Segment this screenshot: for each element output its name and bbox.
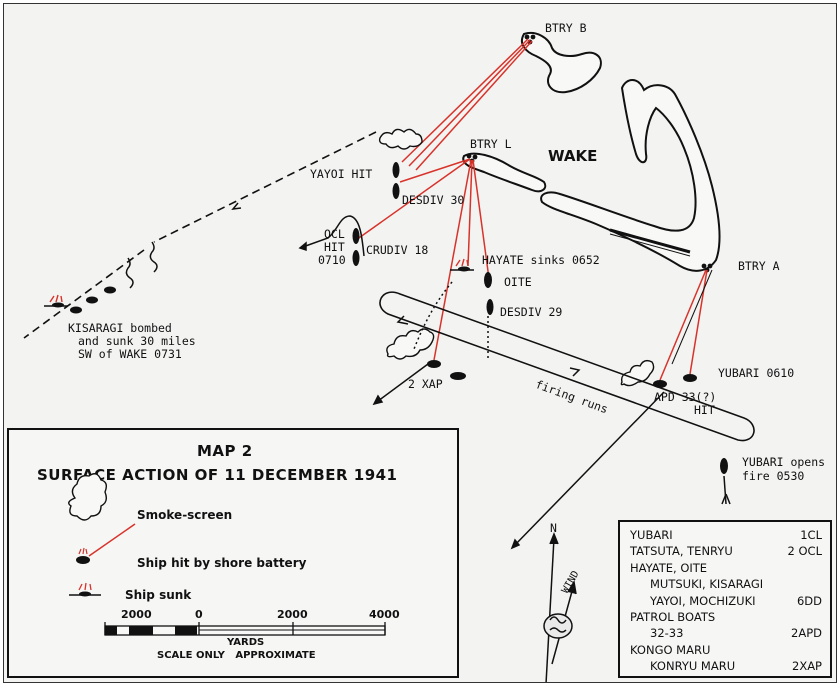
scale-unit: YARDS xyxy=(227,637,265,648)
forces-ship-count: 2 OCL xyxy=(787,544,822,559)
forces-ship-name: MUTSUKI, KISARAGI xyxy=(650,577,764,592)
forces-row: MUTSUKI, KISARAGI xyxy=(630,577,822,591)
map-canvas: BTRY B BTRY L BTRY A WAKE YAYOI HIT DESD… xyxy=(3,3,837,683)
north-wind-symbol xyxy=(543,531,577,682)
battery-b-label: BTRY B xyxy=(545,21,587,35)
scale-bar xyxy=(104,622,386,636)
forces-row: PATROL BOATS xyxy=(630,610,822,624)
wake-islet xyxy=(540,79,721,272)
north-label: N xyxy=(550,521,557,535)
battery-l-marker xyxy=(466,153,478,164)
smoke-screen-swatch xyxy=(68,473,108,521)
wilkes-islet xyxy=(520,32,602,94)
legend-panel: MAP 2 SURFACE ACTION OF 11 DECEMBER 1941 xyxy=(7,428,459,678)
yubari-opens-label-1: YUBARI opens xyxy=(742,455,826,469)
battery-l-label: BTRY L xyxy=(470,137,512,151)
firing-runs-loop xyxy=(379,291,755,442)
kisaragi-label-1: KISARAGI bombed xyxy=(68,321,172,335)
map-graphics xyxy=(23,32,755,682)
scale-tick-0: 2000 xyxy=(121,608,152,621)
legend-hit-label: Ship hit by shore battery xyxy=(137,556,307,570)
forces-ship-count: 2APD xyxy=(791,626,822,641)
battery-a-label: BTRY A xyxy=(738,259,780,273)
peale-islet xyxy=(462,152,547,193)
forces-table: YUBARI 1CL TATSUTA, TENRYU 2 OCL HAYATE, OIT… xyxy=(618,520,832,678)
forces-ship-count: 2XAP xyxy=(792,659,822,674)
yubari-0610-label: YUBARI 0610 xyxy=(718,366,795,380)
legend-subtitle: SURFACE ACTION OF 11 DECEMBER 1941 xyxy=(37,466,398,484)
forces-ship-name: 32-33 xyxy=(650,626,684,641)
yubari-opens-label-2: fire 0530 xyxy=(742,469,805,483)
hit-swatch-line xyxy=(88,523,136,557)
forces-row: TATSUTA, TENRYU 2 OCL xyxy=(630,544,822,558)
ship-markers xyxy=(70,162,728,474)
forces-row: YUBARI 1CL xyxy=(630,528,822,542)
ocl-label: OCL xyxy=(324,227,345,241)
forces-row: HAYATE, OITE xyxy=(630,561,822,575)
legend-sunk-label: Ship sunk xyxy=(125,588,192,602)
smoke-screens xyxy=(378,128,655,387)
forces-ship-name: YAYOI, MOCHIZUKI xyxy=(650,593,756,608)
oite-label: OITE xyxy=(504,275,532,289)
xap-label: 2 XAP xyxy=(408,377,443,391)
legend-graphics xyxy=(68,473,386,636)
wavy-tracks xyxy=(125,241,158,289)
desdiv29-label: DESDIV 29 xyxy=(500,305,563,319)
forces-row: 32-33 2APD xyxy=(630,626,822,640)
forces-ship-name: PATROL BOATS xyxy=(630,610,716,624)
forces-ship-count: 1CL xyxy=(800,528,822,542)
forces-ship-name: YUBARI xyxy=(630,528,673,542)
forces-row: YAYOI, MOCHIZUKI 6DD xyxy=(630,594,822,608)
forces-row: KONGO MARU xyxy=(630,643,822,657)
ocl-time-label: 0710 xyxy=(318,253,346,267)
scale-tick-2: 2000 xyxy=(277,608,308,621)
legend-title: MAP 2 xyxy=(197,442,253,460)
hit-swatch-ship xyxy=(76,556,90,564)
scale-tick-3: 4000 xyxy=(369,608,400,621)
legend-smoke-label: Smoke-screen xyxy=(137,508,233,522)
ship-tracks xyxy=(298,215,731,550)
sunk-ship-symbols xyxy=(44,258,474,308)
forces-ship-count: 6DD xyxy=(796,593,822,608)
forces-ship-name: KONRYU MARU xyxy=(650,659,736,674)
kisaragi-label-3: SW of WAKE 0731 xyxy=(78,347,182,361)
hayate-label: HAYATE sinks 0652 xyxy=(482,253,600,267)
yayoi-hit-label: YAYOI HIT xyxy=(310,167,373,181)
crudiv18-label: CRUDIV 18 xyxy=(366,243,429,257)
forces-ship-name: TATSUTA, TENRYU xyxy=(630,544,733,559)
island-label: WAKE xyxy=(548,147,598,165)
forces-ship-name: HAYATE, OITE xyxy=(630,560,708,575)
apd-label: APD 33(?) xyxy=(654,390,717,404)
apd-hit-label: HIT xyxy=(694,403,715,417)
fire-lines xyxy=(355,38,708,381)
ocl-hit-label: HIT xyxy=(324,240,345,254)
forces-row: KONRYU MARU 2XAP xyxy=(630,659,822,673)
kisaragi-label-2: and sunk 30 miles xyxy=(78,334,196,348)
retreat-track xyxy=(23,131,377,339)
scale-tick-1: 0 xyxy=(195,608,203,621)
airstrip xyxy=(609,228,691,254)
desdiv30-label: DESDIV 30 xyxy=(402,193,465,207)
scale-note: SCALE ONLY APPROXIMATE xyxy=(157,650,316,661)
forces-ship-name: KONGO MARU xyxy=(630,642,711,657)
